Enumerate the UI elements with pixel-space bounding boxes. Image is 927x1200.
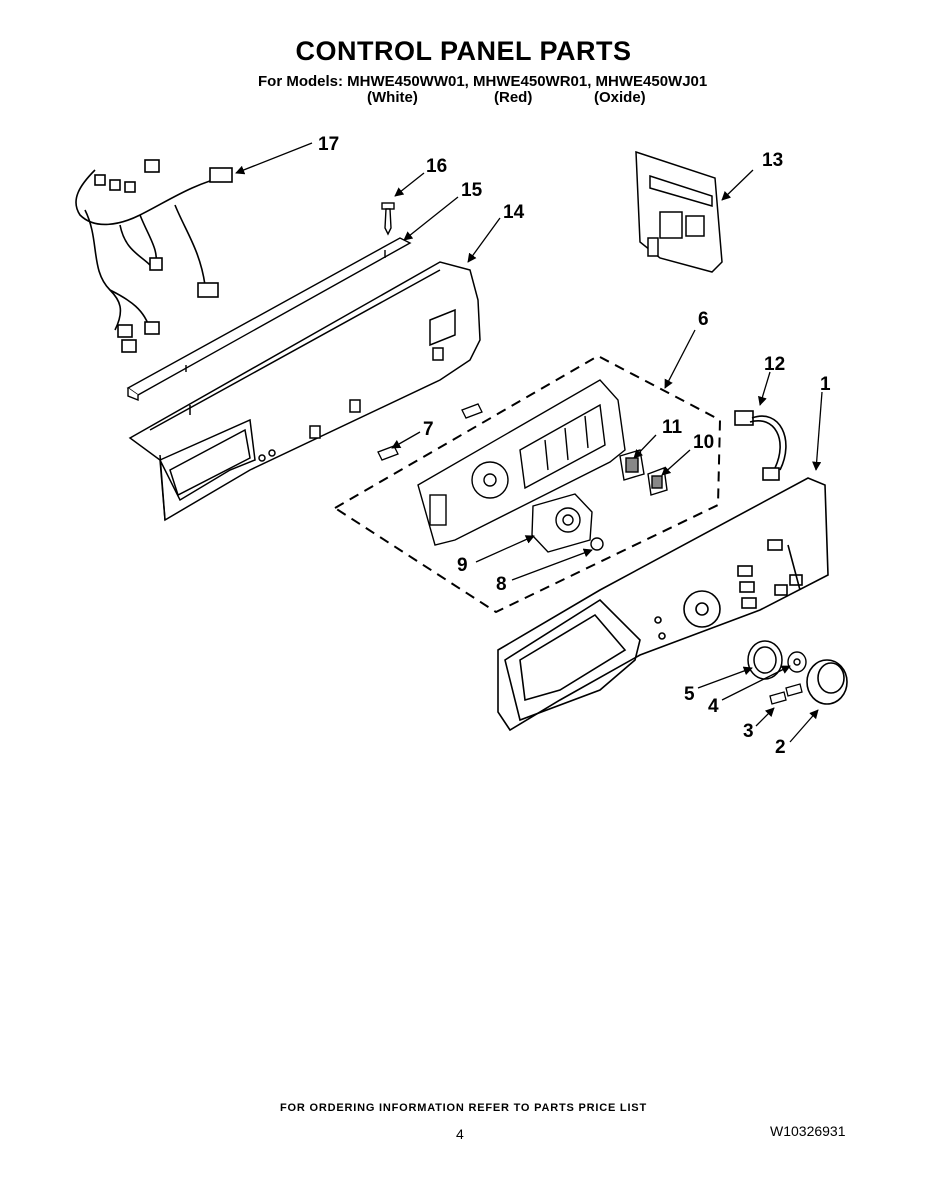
- callout-8: 8: [496, 574, 507, 595]
- callout-15: 15: [461, 180, 483, 201]
- callout-17: 17: [318, 134, 339, 155]
- part-3-screws: [769, 683, 803, 705]
- callout-10: 10: [693, 432, 714, 453]
- callout-7: 7: [423, 419, 434, 440]
- part-8-disc: [590, 537, 604, 551]
- part-11-chip: [619, 449, 645, 481]
- document-number: W10326931: [770, 1123, 846, 1139]
- callout-13: 13: [762, 150, 783, 171]
- callout-3: 3: [743, 721, 754, 742]
- callout-16: 16: [426, 156, 447, 177]
- callout-4: 4: [708, 696, 719, 717]
- callout-1: 1: [820, 374, 831, 395]
- part-7-screws: [377, 403, 483, 461]
- callout-9: 9: [457, 555, 468, 576]
- part-14-console-bracket: [128, 261, 481, 522]
- models-line: For Models: MHWE450WW01, MHWE450WR01, MH…: [258, 73, 708, 90]
- callout-14: 14: [503, 202, 525, 223]
- part-12-harness: [734, 410, 787, 481]
- part-17-wire-harness: [75, 159, 233, 353]
- part-15-rail: [126, 237, 412, 402]
- part-5-bezel: [747, 640, 783, 680]
- page-number: 4: [456, 1126, 464, 1142]
- assembly-6-outline: [333, 354, 722, 614]
- callout-6: 6: [698, 309, 709, 330]
- callout-5: 5: [684, 684, 695, 705]
- part-13-control-board: [635, 150, 723, 273]
- part-4-shaft: [787, 651, 807, 673]
- part-10-chip: [647, 467, 668, 496]
- part-1-console: [497, 477, 829, 732]
- variant-oxide: (Oxide): [594, 89, 646, 106]
- callout-11: 11: [662, 417, 683, 438]
- page-title: CONTROL PANEL PARTS: [295, 36, 632, 66]
- variant-red: (Red): [494, 89, 533, 106]
- leader-arrows: [235, 142, 823, 743]
- callout-2: 2: [775, 737, 786, 758]
- callout-12: 12: [764, 354, 785, 375]
- part-2-knob: [806, 659, 848, 705]
- ordering-note: FOR ORDERING INFORMATION REFER TO PARTS …: [280, 1102, 647, 1114]
- variant-white: (White): [367, 89, 418, 106]
- part-6-ui-board: [417, 379, 626, 546]
- part-16-screw: [381, 202, 395, 236]
- part-9-encoder: [531, 493, 593, 553]
